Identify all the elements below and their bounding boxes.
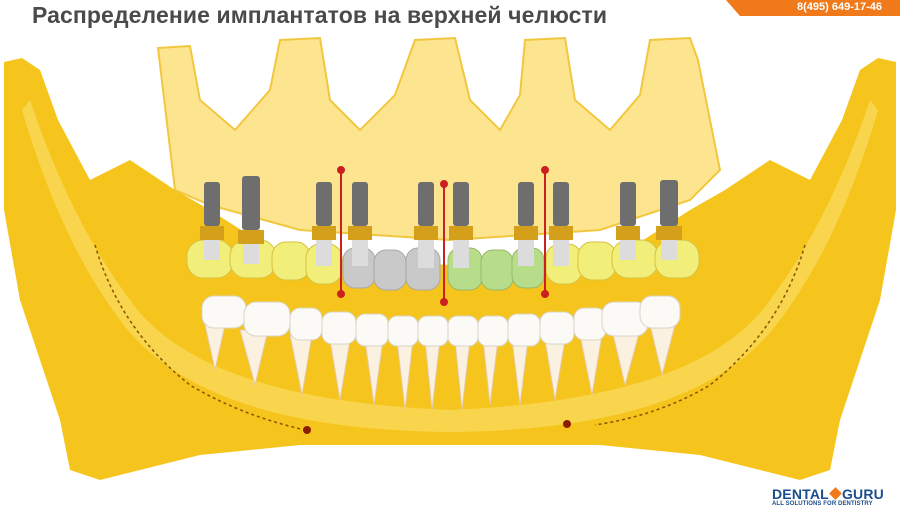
logo-word-left: DENTAL [772, 486, 829, 502]
maxilla [156, 36, 722, 242]
page-title: Распределение имплантатов на верхней чел… [32, 2, 608, 28]
phone-number[interactable]: 8(495) 649-17-46 [796, 1, 882, 13]
implant [449, 182, 473, 268]
implant [200, 182, 224, 260]
logo-diamond-icon [829, 487, 842, 500]
implant [549, 182, 573, 266]
dental-guru-logo: DENTAL GURU ALL SOLUTIONS FOR DENTISTRY [772, 486, 894, 507]
logo-word-right: GURU [841, 486, 884, 502]
implant [514, 182, 538, 266]
logo-tagline: ALL SOLUTIONS FOR DENTISTRY [772, 501, 873, 507]
lower-crowns [201, 295, 681, 347]
implant [414, 182, 438, 268]
implants [200, 176, 682, 268]
implant [616, 182, 640, 260]
nerve-canal-left [94, 244, 306, 431]
lower-teeth [204, 324, 676, 411]
logo-wordmark: DENTAL GURU [772, 486, 894, 502]
mental-foramen-left [303, 426, 311, 434]
implant [656, 180, 682, 260]
nerve-canal-right [594, 244, 806, 426]
mental-foramen-right [563, 420, 571, 428]
implant [348, 182, 372, 266]
upper-crowns [186, 239, 700, 291]
phone-badge[interactable]: 8(495) 649-17-46 [726, 0, 900, 16]
implant [312, 182, 336, 266]
implant [238, 176, 264, 264]
divider-lines [337, 166, 549, 306]
